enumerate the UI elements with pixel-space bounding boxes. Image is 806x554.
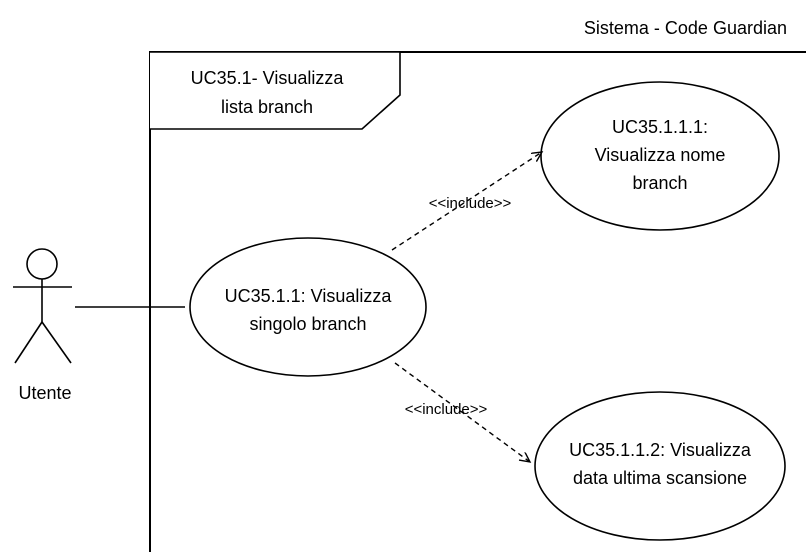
use-case-date-line-2: data ultima scansione xyxy=(573,468,747,488)
actor-left-leg xyxy=(14,321,43,364)
use-case-main xyxy=(189,237,427,377)
use-case-name-line-2: Visualizza nome xyxy=(595,145,726,165)
include-label-top: <<include>> xyxy=(429,195,512,212)
frame-label-tab xyxy=(150,51,401,130)
frame-label-line-1: UC35.1- Visualizza xyxy=(191,68,345,88)
use-case-date-line-1: UC35.1.1.2: Visualizza xyxy=(569,440,752,460)
actor-figure xyxy=(13,248,72,364)
use-case-date xyxy=(534,391,786,541)
use-case-name-line-1: UC35.1.1.1: xyxy=(612,117,708,137)
use-case-name-line-3: branch xyxy=(632,173,687,193)
system-title: Sistema - Code Guardian xyxy=(584,18,787,38)
use-case-main-line-1: UC35.1.1: Visualizza xyxy=(225,286,393,306)
include-label-bottom: <<include>> xyxy=(405,401,488,418)
use-case-main-line-2: singolo branch xyxy=(249,314,366,334)
frame-label-line-2: lista branch xyxy=(221,97,313,117)
include-arrow-bottom xyxy=(394,362,530,462)
actor-label: Utente xyxy=(18,383,71,403)
actor-right-leg xyxy=(41,321,72,364)
actor-head xyxy=(26,248,58,280)
include-arrow-top xyxy=(391,152,542,251)
